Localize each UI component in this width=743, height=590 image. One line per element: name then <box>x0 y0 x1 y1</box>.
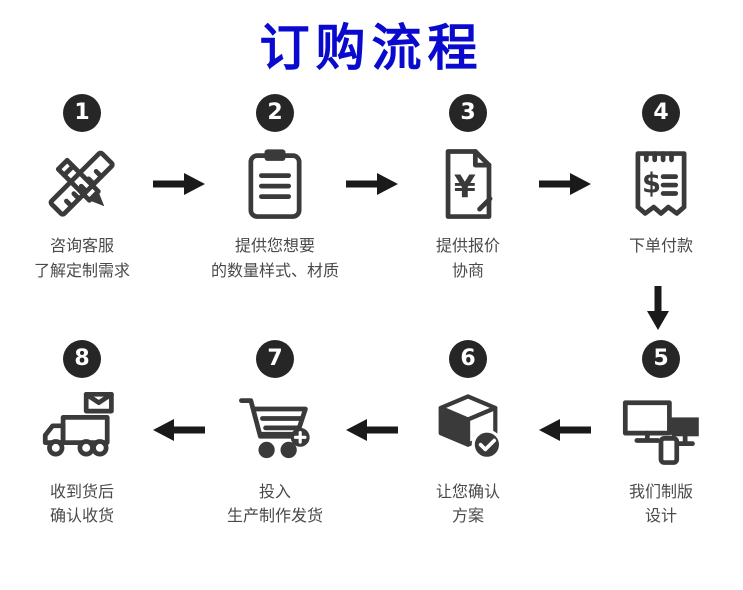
arrow-left-icon <box>152 417 205 443</box>
step-4: 4 $ 下单付款 <box>591 94 731 259</box>
package-check-icon <box>426 388 510 472</box>
step-number-badge: 6 <box>449 339 487 378</box>
step-1: 1 咨询客服 了解定制需求 <box>12 94 152 284</box>
step-caption-line: 提供您想要 <box>234 236 315 255</box>
arrow-left-icon <box>538 417 591 443</box>
quote-document-icon: ¥ <box>426 142 510 226</box>
cart-icon <box>233 388 317 472</box>
step-caption-line: 收到货后 <box>49 481 114 501</box>
step-caption: 咨询客服 了解定制需求 <box>12 234 152 284</box>
step-caption-line: 设计 <box>644 506 677 526</box>
step-caption: 收到货后 确认收货 <box>12 480 152 530</box>
step-caption-line: 提供报价 <box>435 236 500 255</box>
step-number-badge: 4 <box>642 94 680 132</box>
receipt-icon: $ <box>619 142 703 226</box>
step-3: 3 ¥ 提供报价 协商 <box>398 94 538 284</box>
step-caption: 我们制版 设计 <box>591 480 731 530</box>
step-number-badge: 2 <box>256 94 294 132</box>
arrow-right-icon <box>152 171 205 197</box>
devices-icon <box>619 388 703 472</box>
step-number-badge: 5 <box>642 339 680 378</box>
svg-text:¥: ¥ <box>454 170 476 206</box>
step-caption: 让您确认 方案 <box>398 480 538 530</box>
process-row-bottom: 8 收到货后 确认收货 7 <box>0 339 743 530</box>
step-6: 6 让您确认 方案 <box>398 339 538 530</box>
step-7: 7 投入 生产制作发货 <box>205 339 345 530</box>
step-caption-line: 让您确认 <box>435 481 500 501</box>
step-5: 5 我们制版 设计 <box>591 339 731 530</box>
step-caption-line: 协商 <box>451 260 484 280</box>
arrow-left-icon <box>345 417 398 443</box>
step-caption: 提供您想要 的数量样式、材质 <box>205 234 345 284</box>
step-number-badge: 1 <box>63 94 101 132</box>
step-caption: 投入 生产制作发货 <box>205 480 345 530</box>
step-caption-line: 了解定制需求 <box>33 260 130 280</box>
arrow-right-icon <box>345 171 398 197</box>
svg-text:$: $ <box>642 168 661 199</box>
step-caption-line: 确认收货 <box>49 506 114 526</box>
connector-row <box>0 285 743 332</box>
step-number-badge: 8 <box>63 339 101 378</box>
arrow-down-icon <box>645 285 671 332</box>
step-8: 8 收到货后 确认收货 <box>12 339 152 530</box>
step-caption-line: 我们制版 <box>628 481 693 501</box>
step-caption-line: 投入 <box>258 481 291 501</box>
step-caption: 提供报价 协商 <box>398 234 538 284</box>
step-caption-line: 的数量样式、材质 <box>210 260 339 280</box>
step-number-badge: 7 <box>256 339 294 378</box>
truck-icon <box>40 388 124 472</box>
step-caption-line: 生产制作发货 <box>226 506 323 526</box>
step-caption: 下单付款 <box>591 234 731 259</box>
process-row-top: 1 咨询客服 了解定制需求 <box>0 94 743 284</box>
step-number-badge: 3 <box>449 94 487 132</box>
step-2: 2 提供您想要 的数量样式、材质 <box>205 94 345 284</box>
clipboard-icon <box>233 142 317 226</box>
arrow-right-icon <box>538 171 591 197</box>
step-caption-line: 下单付款 <box>628 236 693 255</box>
page-title: 订购流程 <box>259 19 484 77</box>
step-caption-line: 方案 <box>451 506 484 526</box>
pencil-ruler-icon <box>40 142 124 226</box>
step-caption-line: 咨询客服 <box>49 236 114 255</box>
